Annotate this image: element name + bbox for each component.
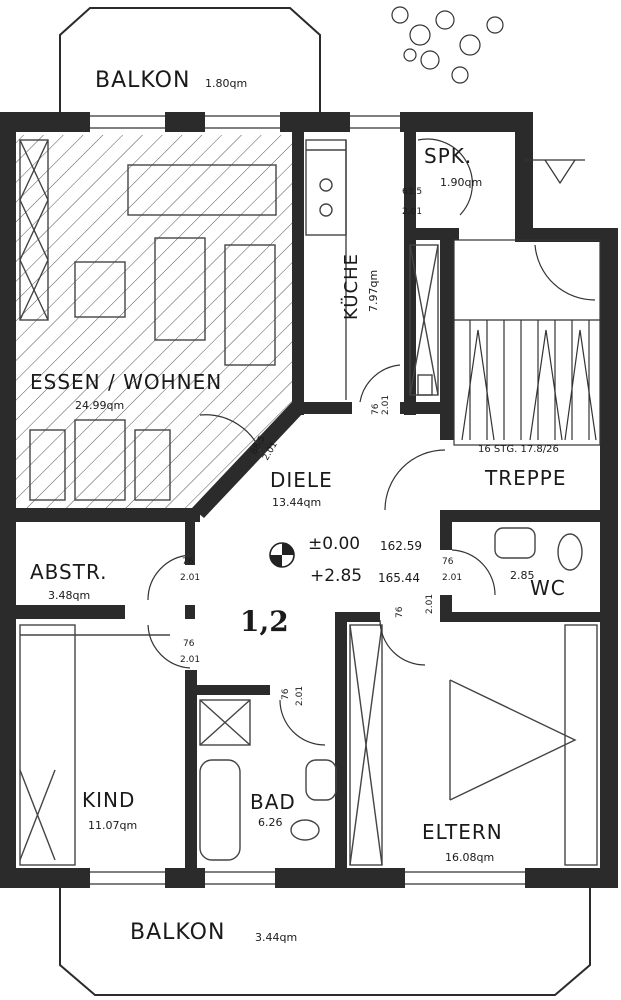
windows — [90, 115, 525, 885]
door-swings — [147, 138, 596, 746]
wall-kueche-left — [292, 130, 304, 415]
door-spk-h: 2.01 — [402, 207, 423, 217]
essen-hatch — [16, 135, 292, 510]
abstr-area: 3.48qm — [48, 589, 91, 602]
wall-spk-bottom — [404, 228, 459, 240]
eltern-furniture — [349, 624, 598, 866]
wall-bad-top — [185, 685, 270, 695]
bad-area: 6.26 — [258, 816, 283, 829]
door-spk-w: 63.5 — [402, 187, 423, 197]
wall-wc-left2 — [440, 595, 452, 620]
treppe-name: TREPPE — [485, 466, 567, 490]
door-wc-w: 76 — [442, 557, 454, 567]
level-upper-abs: 165.44 — [378, 571, 420, 585]
balkon-top-area: 1.80qm — [205, 77, 248, 90]
wall-stair-left — [440, 240, 454, 440]
wall-top-right — [400, 112, 515, 132]
wall-eltern-top2 — [440, 612, 615, 622]
door-kind-w: 76 — [183, 639, 195, 649]
stairs — [453, 159, 601, 446]
wall-bottom-left — [0, 868, 90, 888]
spk-name: SPK. — [424, 144, 473, 168]
door-abstr-h: 2.01 — [180, 573, 201, 583]
door-kueche-w: 76 — [371, 403, 381, 415]
bath-fixtures — [199, 527, 583, 861]
wall-bottom-right — [525, 868, 618, 888]
wall-stair-top — [515, 228, 615, 242]
kueche-name: KÜCHE — [341, 253, 362, 320]
level-marker — [269, 542, 295, 568]
wall-top-left — [0, 112, 90, 132]
level-floor-abs: 162.59 — [380, 539, 422, 553]
wall-right — [600, 228, 618, 888]
wall-abstr-right — [185, 515, 195, 565]
kind-area: 11.07qm — [88, 819, 138, 832]
door-eltern-h: 2.01 — [425, 593, 435, 614]
level-floor: ±0.00 — [308, 534, 361, 554]
wall-spk-right — [515, 130, 529, 240]
door-abstr-w: 76 — [182, 557, 194, 567]
wall-wc-left — [440, 510, 452, 550]
essen-area: 24.99qm — [75, 399, 125, 412]
living-furniture — [19, 139, 277, 501]
wall-left — [0, 112, 16, 888]
kind-name: KIND — [82, 788, 136, 812]
spk-area: 1.90qm — [440, 176, 483, 189]
diele-name: DIELE — [270, 468, 333, 492]
door-kueche-h: 2.01 — [381, 394, 391, 415]
wall-kind-right — [185, 670, 197, 880]
unit-label: 1,2 — [240, 605, 289, 638]
balkon-top-name: BALKON — [95, 68, 191, 93]
kind-furniture — [19, 624, 170, 866]
wc-area: 2.85 — [510, 569, 535, 582]
door-bad-w: 76 — [281, 688, 291, 700]
bad-name: BAD — [250, 790, 296, 814]
door-wc-h: 2.01 — [442, 573, 463, 583]
wall-essen-bottom — [0, 508, 200, 522]
kueche-area: 7.97qm — [367, 269, 380, 312]
wall-treppe-bottom — [440, 510, 615, 522]
wall-diagonal — [192, 402, 304, 518]
wall-abstr-bottom — [0, 605, 125, 619]
diele-area: 13.44qm — [272, 496, 322, 509]
shrubbery — [391, 6, 504, 84]
balkon-bottom-name: BALKON — [130, 920, 226, 945]
wall-top-mid2 — [280, 112, 350, 132]
kitchen-fixtures — [305, 139, 439, 400]
balkon-bottom-outline — [59, 888, 591, 996]
wall-kueche-bottom — [292, 402, 352, 414]
door-kind-h: 2.01 — [180, 655, 201, 665]
eltern-area: 16.08qm — [445, 851, 495, 864]
door-bad-h: 2.01 — [295, 685, 305, 706]
balkon-top-outline — [59, 7, 321, 112]
abstr-name: ABSTR. — [30, 560, 108, 584]
eltern-name: ELTERN — [422, 820, 503, 844]
treppe-note: 16 STG. 17.8/26 — [478, 444, 559, 455]
essen-name: ESSEN / WOHNEN — [30, 370, 223, 394]
wc-name: WC — [530, 576, 566, 600]
wall-bad-right — [335, 615, 347, 880]
wall-top-mid — [165, 112, 205, 132]
door-eltern-w: 76 — [395, 606, 405, 618]
wall-abstr-bottom2 — [185, 605, 195, 619]
balkon-bottom-area: 3.44qm — [255, 931, 298, 944]
level-upper: +2.85 — [310, 566, 363, 586]
wall-eltern-top — [335, 612, 380, 622]
